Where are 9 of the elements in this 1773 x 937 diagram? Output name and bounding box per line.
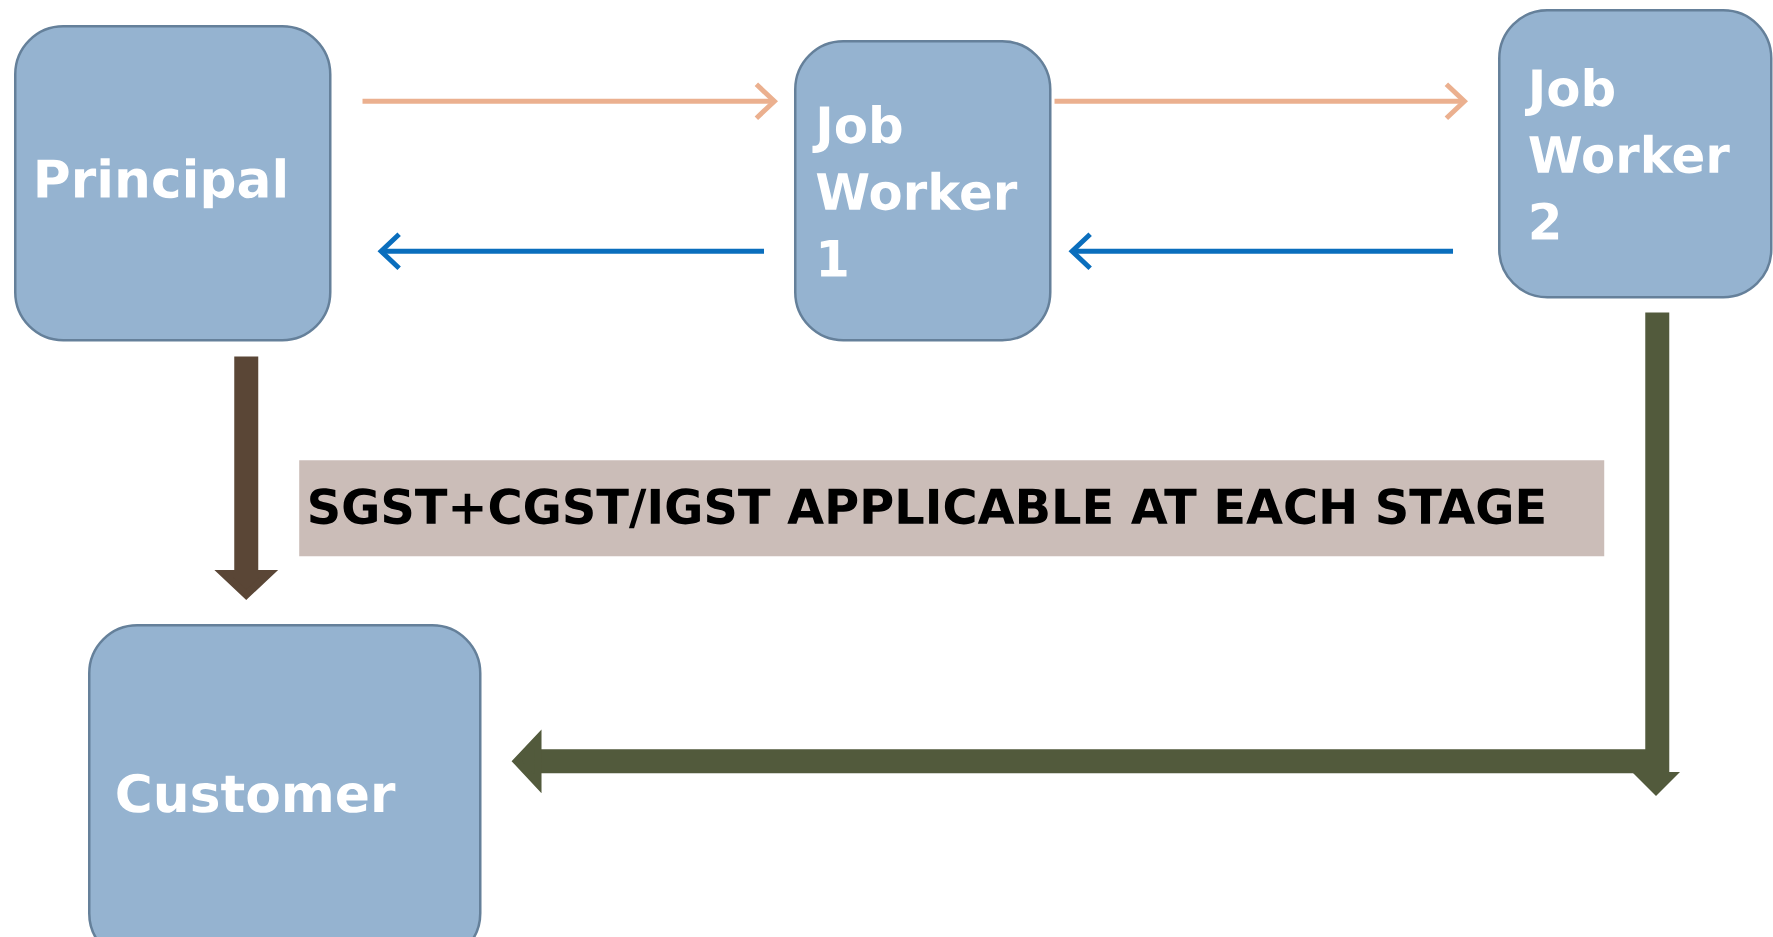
note-band: SGST+CGST/IGST APPLICABLE AT EACH STAGE xyxy=(299,460,1605,557)
arrow xyxy=(1054,82,1469,121)
arrow xyxy=(1068,232,1453,271)
process-box: Job Worker 1 xyxy=(794,40,1052,342)
arrow xyxy=(377,232,764,271)
process-box: Customer xyxy=(88,624,482,937)
process-box: Principal xyxy=(14,25,332,342)
arrow xyxy=(362,82,778,121)
process-box: Job Worker 2 xyxy=(1498,9,1773,299)
